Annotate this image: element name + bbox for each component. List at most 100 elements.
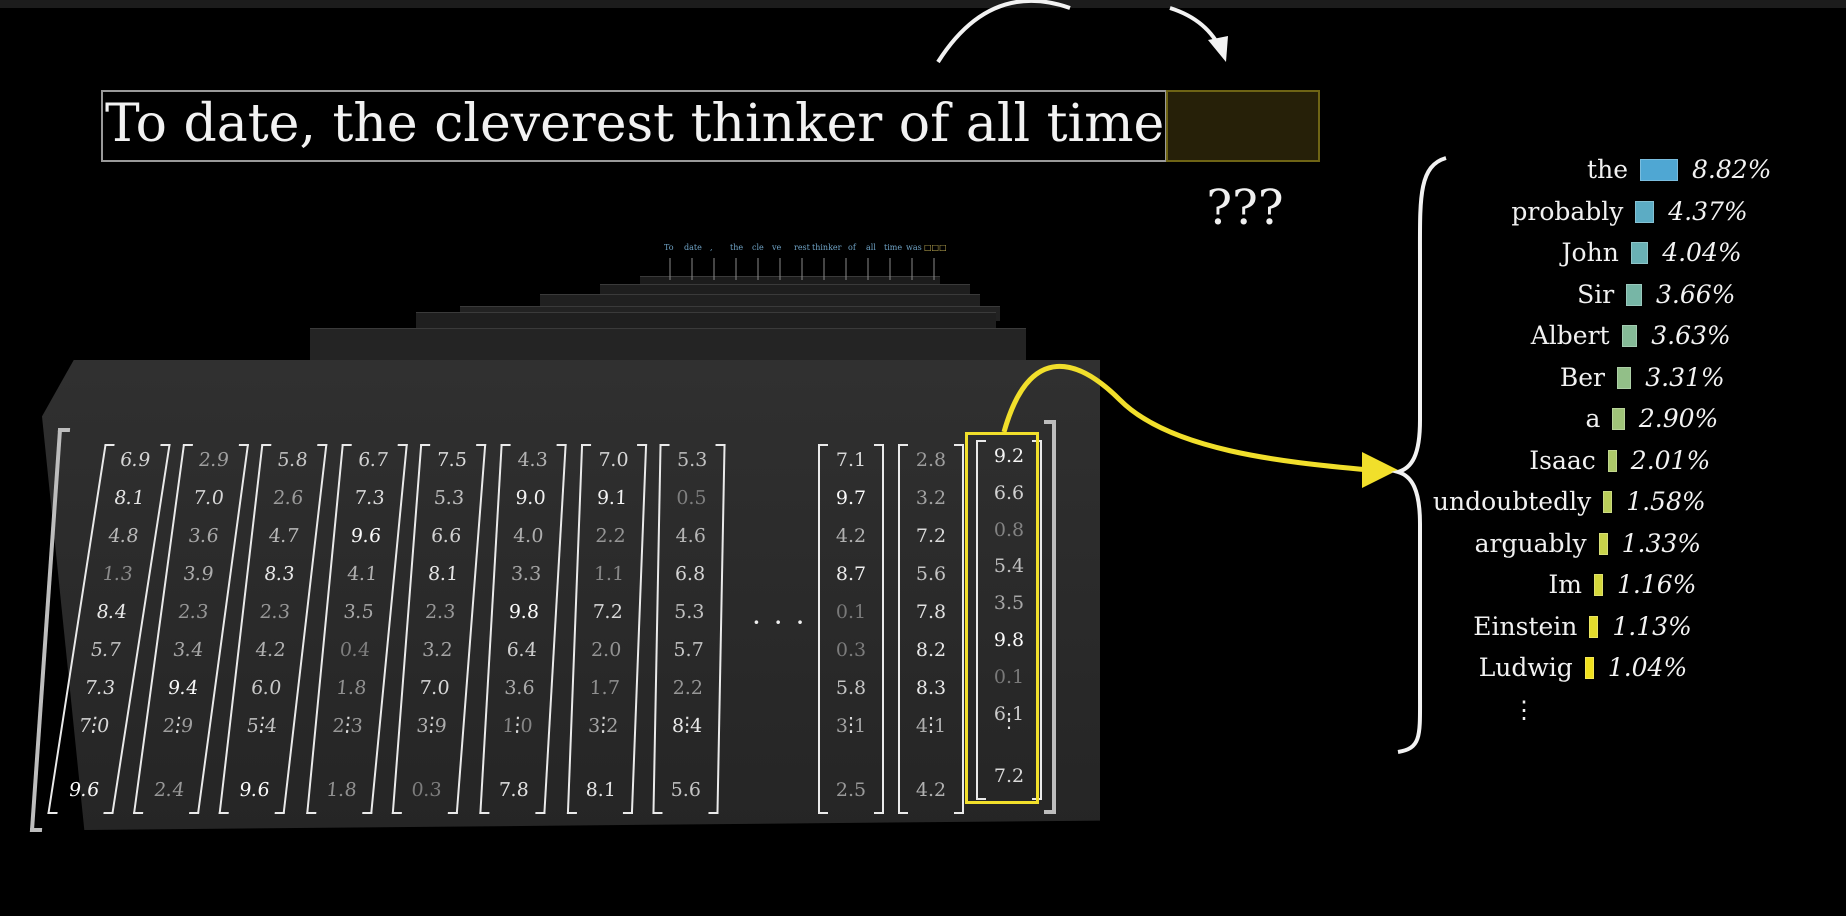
probability-percent: 1.33% <box>1621 528 1702 558</box>
matrix-value: 3.1 <box>835 715 867 737</box>
matrix-value: 8.2 <box>915 639 947 661</box>
column-left-bracket <box>818 444 828 814</box>
matrix-value: 4.2 <box>915 779 947 801</box>
probability-percent: 4.04% <box>1662 238 1742 267</box>
layer-slab <box>600 284 970 295</box>
prediction-row: Im 1.16% <box>0 570 1846 600</box>
prediction-row: a 2.90% <box>0 404 1846 434</box>
layer-slab <box>640 276 940 285</box>
probability-bar <box>1640 159 1678 181</box>
prediction-word: Sir <box>1577 279 1615 309</box>
front-layer-slab <box>42 360 1100 830</box>
mini-token: time <box>884 243 903 252</box>
probability-percent: 8.82% <box>1692 155 1772 184</box>
matrix-value: 3.2 <box>915 487 947 509</box>
predictions-more: ⋮ <box>1512 696 1536 724</box>
matrix-value: 4.2 <box>835 525 867 547</box>
matrix-value: 2.8 <box>915 449 947 471</box>
probability-bar <box>1589 615 1599 638</box>
matrix-value: 8.3 <box>915 677 947 699</box>
matrix-value: 3.5 <box>993 592 1025 615</box>
matrix-right-bracket <box>1044 420 1056 814</box>
prediction-row: Sir 3.66% <box>0 280 1846 310</box>
prediction-word: John <box>1561 238 1619 267</box>
last-vector-highlight <box>965 432 1039 804</box>
mini-token: rest <box>794 243 810 252</box>
column-right-bracket <box>874 444 884 814</box>
matrix-value: 0.3 <box>835 639 867 661</box>
mini-token: date <box>684 243 702 252</box>
prediction-row: John 4.04% <box>0 238 1846 268</box>
matrix-value: 0.1 <box>835 601 867 623</box>
top-bar <box>0 0 1846 8</box>
matrix-value: 7.1 <box>835 449 867 471</box>
matrix-value: 5.8 <box>835 677 867 699</box>
mini-token: the <box>730 243 744 252</box>
layer-slab <box>540 294 980 307</box>
probability-bar <box>1612 408 1625 430</box>
mini-token: ve <box>772 243 782 252</box>
matrix-value: 0.1 <box>993 665 1025 688</box>
mini-token: all <box>866 243 876 252</box>
next-token-slot <box>1166 90 1320 162</box>
mini-token: thinker <box>812 243 842 252</box>
matrix-value: 2.5 <box>835 779 867 801</box>
mini-token: cle <box>752 243 764 252</box>
matrix-value: 9.7 <box>835 487 867 509</box>
matrix-value: 7.2 <box>915 525 947 547</box>
mini-token: , <box>710 243 713 252</box>
probability-bar <box>1621 325 1638 347</box>
probability-bar <box>1626 283 1642 306</box>
column-right-bracket <box>954 444 964 814</box>
prediction-word: Albert <box>1530 321 1610 350</box>
probability-bar <box>1617 366 1632 389</box>
matrix-value: 6.1 <box>993 702 1025 725</box>
column-left-bracket <box>976 440 986 800</box>
probability-bar <box>1630 242 1649 264</box>
mini-token: of <box>848 243 856 252</box>
probability-percent: 3.63% <box>1651 321 1731 350</box>
prediction-row: Isaac 2.01% <box>0 446 1846 476</box>
prediction-word: Ludwig <box>1478 653 1573 682</box>
layer-slab <box>310 328 1026 361</box>
prediction-row: arguably 1.33% <box>0 529 1846 559</box>
probability-bar <box>1584 657 1594 679</box>
probability-percent: 4.37% <box>1668 196 1748 226</box>
probability-percent: 3.31% <box>1645 362 1725 392</box>
matrix-value: 7.2 <box>993 764 1025 787</box>
probability-bar <box>1635 200 1655 223</box>
probability-bar <box>1598 532 1608 555</box>
probability-bar <box>1607 449 1617 472</box>
probability-bar <box>1594 574 1603 596</box>
matrix-value: 9.2 <box>993 444 1025 467</box>
matrix-value: 7.8 <box>915 601 947 623</box>
matrix-value: 5.4 <box>993 555 1025 578</box>
prediction-word: Isaac <box>1529 445 1596 475</box>
probability-percent: 2.01% <box>1630 445 1711 475</box>
matrix-value: 6.6 <box>993 481 1025 504</box>
matrix-value: 9.8 <box>993 629 1025 652</box>
prediction-word: a <box>1585 404 1601 433</box>
layer-slab <box>416 312 996 331</box>
matrix-value: 4.1 <box>915 715 947 737</box>
probability-percent: 1.16% <box>1617 570 1697 599</box>
probability-bar <box>1603 491 1613 513</box>
probability-percent: 2.90% <box>1638 404 1719 433</box>
input-sentence: To date, the cleverest thinker of all ti… <box>101 90 1283 162</box>
prediction-word: arguably <box>1474 528 1587 558</box>
matrix-ellipsis: · · · <box>752 606 807 639</box>
probability-percent: 3.66% <box>1655 279 1736 309</box>
prediction-row: Albert 3.63% <box>0 321 1846 351</box>
prediction-word: Im <box>1548 570 1582 599</box>
